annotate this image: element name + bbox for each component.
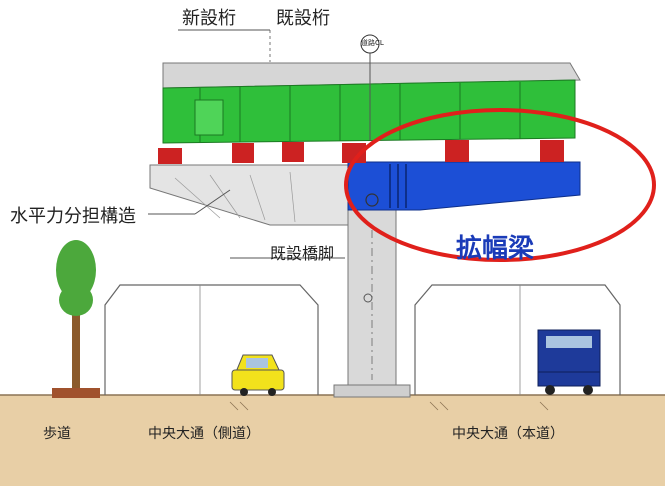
existing-girder-label: 既設桁 — [276, 8, 330, 29]
widening-beam-label: 拡幅梁 — [456, 234, 535, 264]
highlight-ellipse — [344, 108, 656, 262]
car — [231, 354, 285, 396]
tree — [52, 240, 100, 398]
bearings — [158, 140, 564, 164]
new-girder — [162, 79, 576, 144]
horizontal-structure-label: 水平力分担構造 — [10, 206, 136, 227]
existing-pier — [333, 199, 411, 398]
horizontal-force-structure — [149, 164, 349, 226]
truck — [537, 329, 601, 395]
new-girder-label: 新設桁 — [182, 8, 236, 29]
main-road-label: 中央大通（本道） — [452, 426, 564, 442]
road-cl-label: 道路CL — [361, 39, 384, 47]
existing-pier-label: 既設橋脚 — [270, 244, 335, 263]
sidewalk-label: 歩道 — [43, 426, 71, 442]
underpass-left — [104, 284, 319, 395]
side-road-label: 中央大通（側道） — [148, 426, 260, 442]
widening-beam — [347, 161, 581, 211]
ground — [0, 395, 665, 486]
underpass-right — [414, 284, 621, 395]
